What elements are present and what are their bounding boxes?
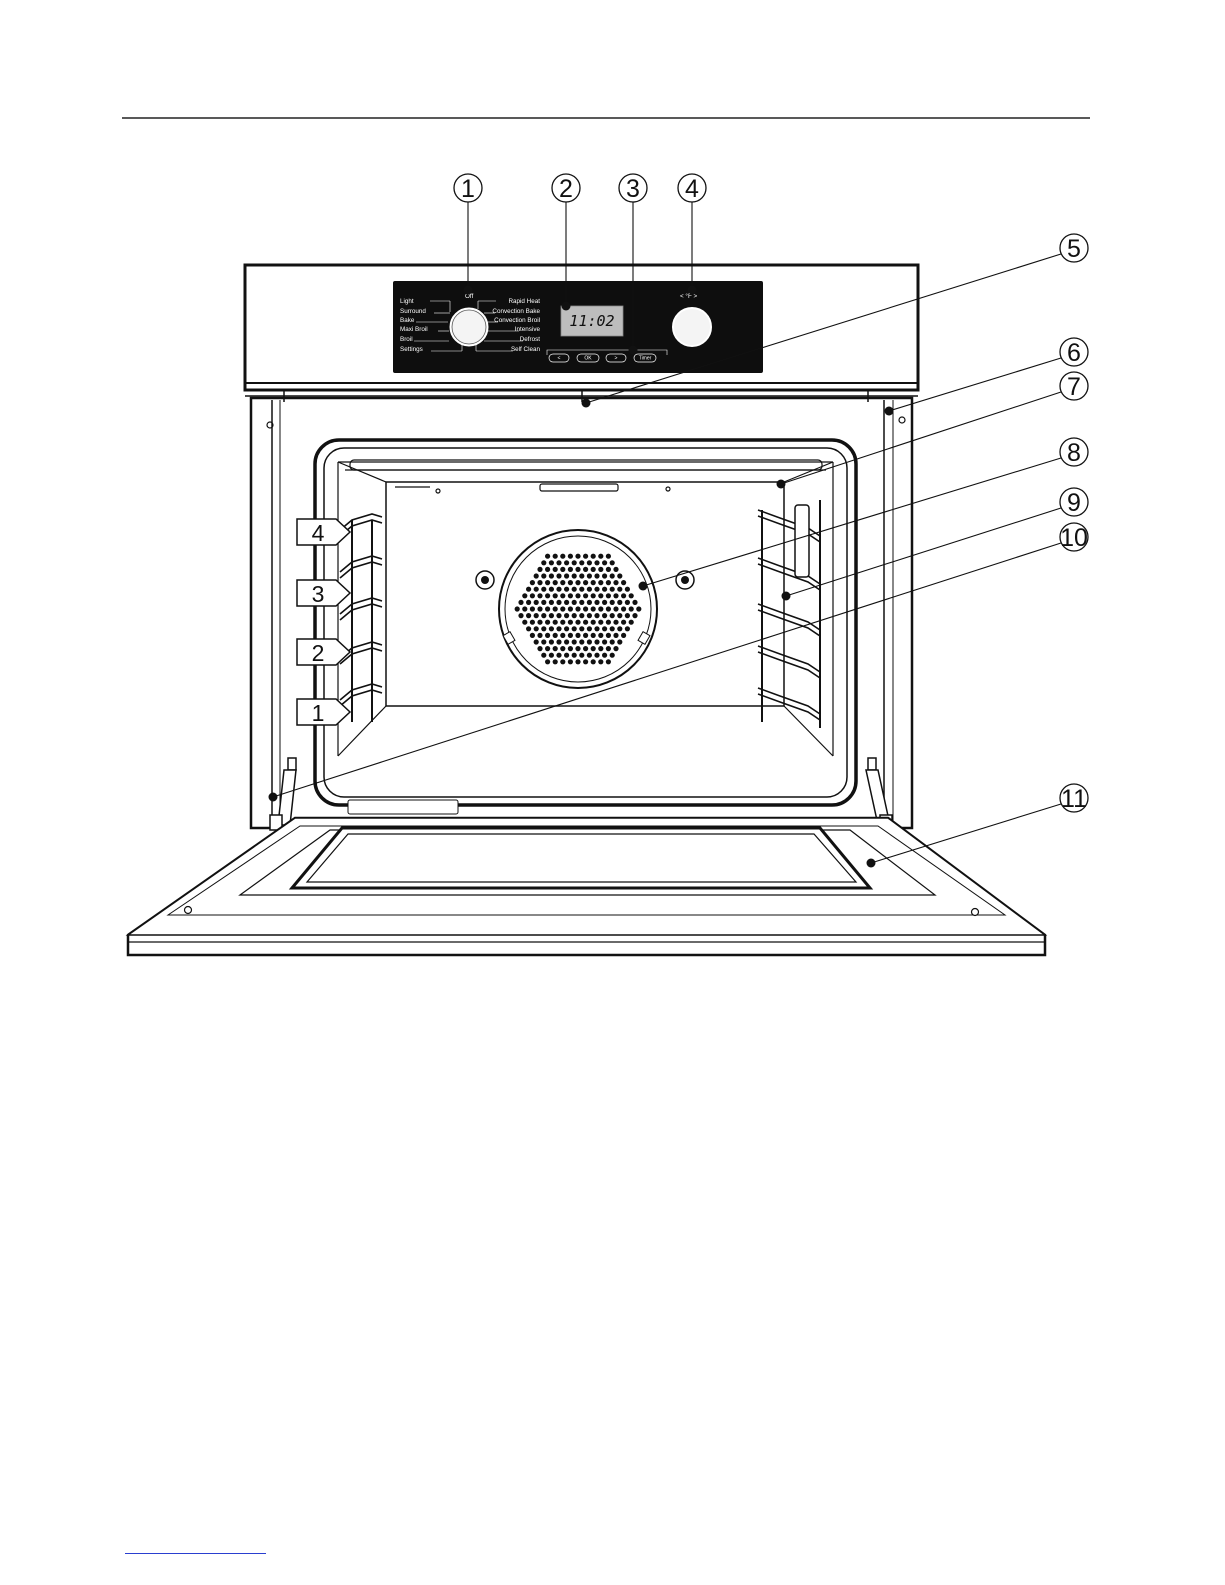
dial-left-label: Bake (400, 317, 415, 324)
callout-number: 2 (559, 175, 573, 203)
dial-right-label: Convection Broil (494, 317, 540, 324)
callout-number: 4 (685, 175, 699, 203)
door-window (292, 828, 870, 888)
footer-link-underline (125, 1553, 266, 1554)
dial-left-label: Surround (400, 308, 426, 315)
dial-right-label: Self Clean (511, 346, 541, 353)
touch-button-label: > (615, 356, 618, 362)
dial-left-label: Maxi Broil (400, 326, 428, 333)
dial-left-label: Light (400, 298, 414, 305)
dial-left-label: Broil (400, 336, 413, 343)
dial-right-label: Defrost (520, 336, 541, 343)
temperature-knob[interactable] (673, 308, 711, 346)
callout-number: 6 (1067, 339, 1081, 367)
callout-number: 10 (1060, 524, 1088, 552)
touch-button-label: Timer (639, 356, 652, 362)
touch-button-label: < (558, 356, 561, 362)
touch-button-label: OK (584, 356, 592, 362)
dial-right-label: Convection Bake (492, 308, 540, 315)
shelf-level-number: 2 (312, 640, 325, 666)
shelf-level-number: 4 (312, 520, 325, 546)
callout-number: 1 (461, 175, 475, 203)
callout-number: 7 (1067, 373, 1081, 401)
dial-right-label: Rapid Heat (508, 298, 540, 305)
shelf-level-number: 1 (312, 700, 325, 726)
touch-button[interactable]: < (549, 354, 569, 362)
fan-cover (499, 530, 657, 688)
callout-number: 9 (1067, 489, 1081, 517)
dial-right-label: Intensive (515, 326, 541, 333)
shelf-level-number: 3 (312, 581, 325, 607)
callout-number: 3 (626, 175, 640, 203)
time-display-value: 11:02 (569, 312, 614, 330)
callout-number: 11 (1061, 785, 1087, 813)
callout-number: 5 (1067, 235, 1081, 263)
touch-button[interactable]: OK (577, 354, 599, 362)
touch-button[interactable]: > (606, 354, 626, 362)
dial-left-label: Settings (400, 346, 423, 353)
touch-button[interactable]: Timer (634, 354, 656, 362)
callout-number: 8 (1067, 439, 1081, 467)
